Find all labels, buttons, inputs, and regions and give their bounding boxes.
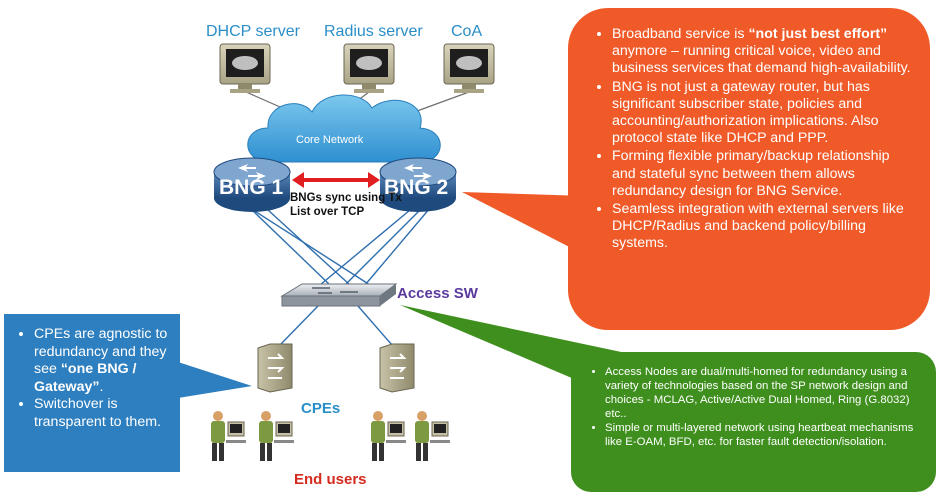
switch-cpe-links	[279, 305, 393, 346]
green-bullet-1: Access Nodes are dual/multi-homed for re…	[605, 365, 928, 421]
access-sw-label: Access SW	[397, 285, 478, 302]
user-icon	[415, 411, 450, 461]
blue-callout: CPEs are agnostic to redundancy and they…	[4, 314, 180, 472]
user-icon	[259, 411, 294, 461]
blue-callout-tail	[178, 362, 252, 398]
radius-server-label: Radius server	[324, 23, 423, 40]
orange-callout: Broadband service is “not just best effo…	[568, 8, 930, 330]
user-icon	[211, 411, 246, 461]
orange-callout-tail	[462, 192, 585, 255]
dhcp-server-label: DHCP server	[206, 23, 300, 40]
green-callout: Access Nodes are dual/multi-homed for re…	[571, 352, 936, 492]
monitor-icon	[343, 43, 395, 93]
orange-bullet-3: Forming flexible primary/backup relation…	[612, 148, 916, 200]
cpe-icon	[379, 343, 415, 393]
sync-label-line2: List over TCP	[290, 206, 365, 218]
bng1-label: BNG 1	[219, 176, 284, 199]
router-icon	[379, 157, 457, 212]
cpes-label: CPEs	[301, 400, 341, 417]
green-bullet-2: Simple or multi-layered network using he…	[605, 421, 928, 449]
user-icon	[371, 411, 406, 461]
cloud-icon	[247, 94, 441, 163]
bng2-label: BNG 2	[384, 176, 449, 199]
sync-arrow	[292, 172, 380, 188]
orange-bullet-4: Seamless integration with external serve…	[612, 201, 916, 253]
end-users-label: End users	[294, 471, 367, 488]
monitor-icon	[443, 43, 495, 93]
orange-bullet-2: BNG is not just a gateway router, but ha…	[612, 79, 916, 148]
blue-bullet-2: Switchover is transparent to them.	[34, 396, 172, 431]
sync-label-line1: BNGs sync using Tx	[290, 192, 402, 204]
monitor-icon	[219, 43, 271, 93]
coa-server-label: CoA	[451, 23, 483, 40]
orange-bullet-1: Broadband service is “not just best effo…	[612, 26, 916, 78]
cloud-label: Core Network	[296, 134, 364, 146]
blue-bullet-1: CPEs are agnostic to redundancy and they…	[34, 326, 172, 396]
switch-icon	[280, 283, 398, 307]
bng-switch-links	[249, 207, 431, 286]
router-icon	[213, 157, 291, 212]
cpe-icon	[257, 343, 293, 393]
